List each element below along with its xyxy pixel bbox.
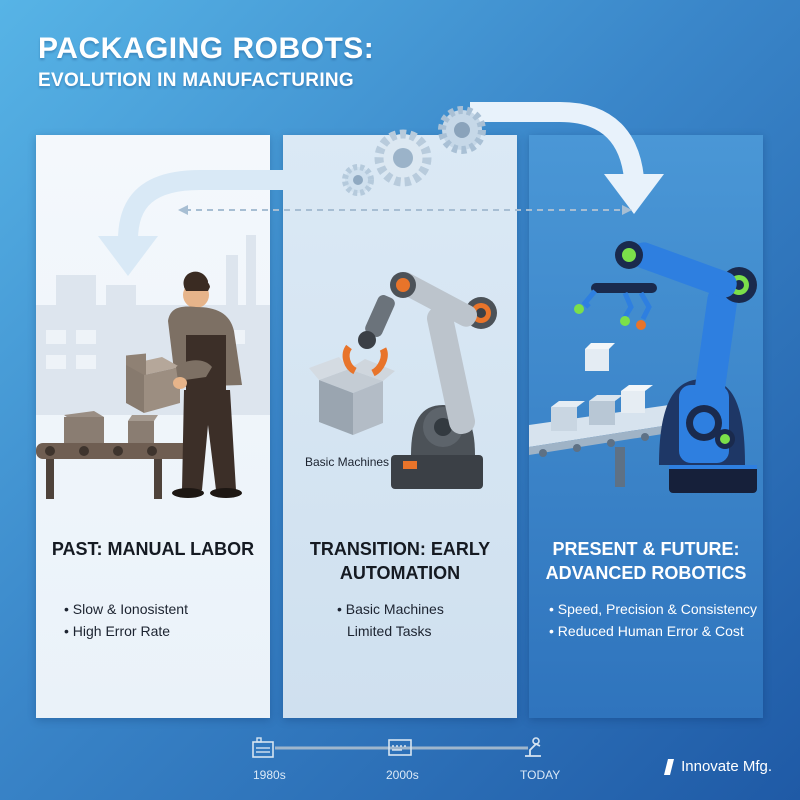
future-heading: PRESENT & FUTURE: ADVANCED ROBOTICS — [529, 537, 763, 585]
advanced-robotics-illustration — [529, 241, 757, 493]
robot-arm-advanced — [574, 241, 757, 493]
transition-panel: Basic Machines TRANSITION: EARLY AUTOMAT… — [283, 135, 517, 718]
future-bullet-list: • Speed, Precision & Consistency • Reduc… — [549, 598, 757, 642]
basic-machines-label: Basic Machines — [305, 455, 390, 469]
past-bullet-2: • High Error Rate — [64, 623, 171, 639]
transition-bullet-list: • Basic Machines Limited Tasks — [337, 598, 444, 642]
brand-logo: Innovate Mfg. — [664, 758, 772, 775]
past-panel: PAST: MANUAL LABOR • Slow & Ionosistent … — [36, 135, 270, 718]
factory-icon — [252, 737, 274, 758]
logo-mark-icon — [664, 758, 675, 775]
manual-labor-illustration — [36, 235, 270, 499]
transition-heading-line-2: AUTOMATION — [339, 563, 461, 583]
past-bullet-1: • Slow & Ionosistent — [64, 601, 188, 617]
future-heading-line-2: ADVANCED ROBOTICS — [545, 563, 747, 583]
timeline: 1980s 2000s TODAY — [0, 730, 800, 790]
transition-bullet-1: • Basic Machines — [337, 601, 444, 617]
early-automation-illustration — [309, 272, 497, 489]
machine-icon — [388, 739, 412, 756]
future-bullet-1: • Speed, Precision & Consistency — [549, 601, 758, 617]
past-bullet-list: • Slow & Ionosistent • High Error Rate — [64, 598, 188, 642]
timeline-track — [275, 746, 528, 750]
future-heading-line-1: PRESENT & FUTURE: — [552, 539, 740, 559]
past-heading: PAST: MANUAL LABOR — [51, 539, 255, 559]
conveyor-belt — [36, 443, 191, 499]
page-title: PACKAGING ROBOTS: — [38, 32, 375, 65]
transition-heading: TRANSITION: EARLY AUTOMATION — [283, 537, 517, 585]
timeline-label-today: TODAY — [520, 768, 561, 782]
boxes-on-conveyor — [551, 343, 653, 431]
worker-figure — [126, 271, 242, 498]
robot-arm-icon — [525, 737, 541, 757]
transition-bullet-2: Limited Tasks — [347, 623, 432, 639]
box-on-belt — [64, 411, 158, 443]
modern-conveyor — [529, 405, 669, 487]
timeline-label-2000s: 2000s — [386, 768, 419, 782]
title-block: PACKAGING ROBOTS: EVOLUTION IN MANUFACTU… — [38, 32, 374, 92]
logo-text: Innovate Mfg. — [681, 758, 772, 775]
future-panel: PRESENT & FUTURE: ADVANCED ROBOTICS • Sp… — [529, 135, 763, 718]
timeline-label-1980s: 1980s — [253, 768, 286, 782]
future-bullet-2: • Reduced Human Error & Cost — [549, 623, 744, 639]
robot-arm-early — [342, 272, 497, 489]
page-subtitle: EVOLUTION IN MANUFACTURING — [38, 70, 355, 91]
transition-heading-line-1: TRANSITION: EARLY — [309, 539, 491, 559]
